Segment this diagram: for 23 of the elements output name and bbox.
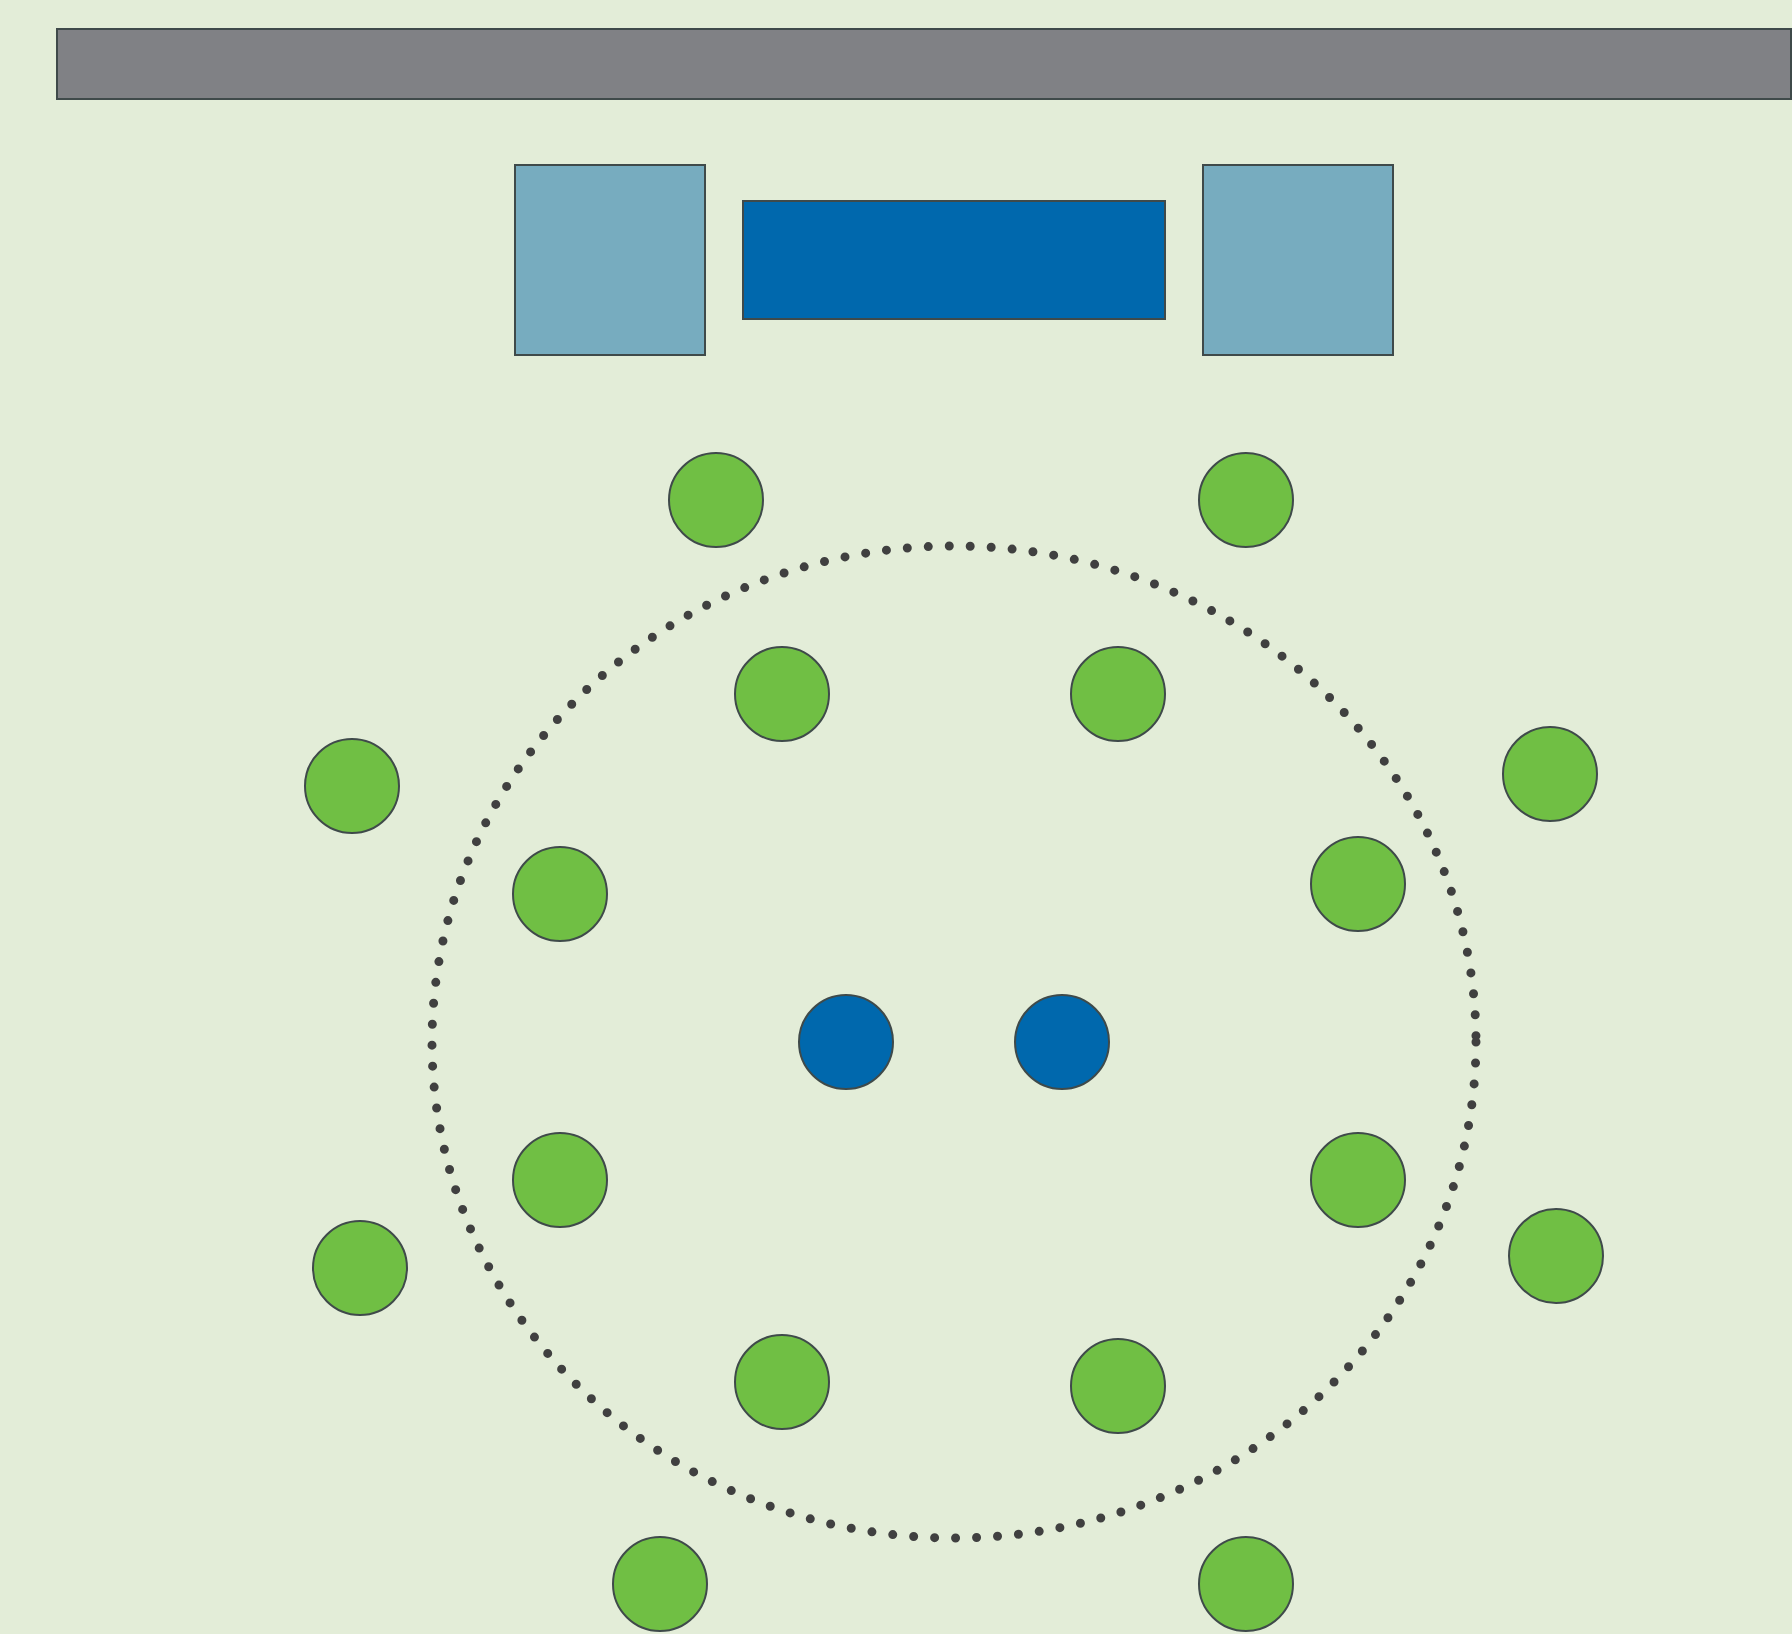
header-bar	[56, 28, 1792, 100]
dotted-ring	[426, 540, 1482, 1544]
rectangle-block	[742, 200, 1166, 320]
circle-marker	[798, 994, 894, 1090]
circle-marker	[1198, 452, 1294, 548]
circle-marker	[668, 452, 764, 548]
circle-marker	[512, 846, 608, 942]
circle-marker	[1310, 1132, 1406, 1228]
circle-marker	[1014, 994, 1110, 1090]
circle-marker	[1502, 726, 1598, 822]
circle-marker	[1070, 646, 1166, 742]
circle-marker	[1508, 1208, 1604, 1304]
rectangle-block	[514, 164, 706, 356]
rectangle-block	[1202, 164, 1394, 356]
circle-marker	[512, 1132, 608, 1228]
circle-marker	[1198, 1536, 1294, 1632]
circle-marker	[312, 1220, 408, 1316]
circle-marker	[1310, 836, 1406, 932]
circle-marker	[734, 1334, 830, 1430]
circle-marker	[734, 646, 830, 742]
circle-marker	[304, 738, 400, 834]
circle-marker	[612, 1536, 708, 1632]
circle-marker	[1070, 1338, 1166, 1434]
